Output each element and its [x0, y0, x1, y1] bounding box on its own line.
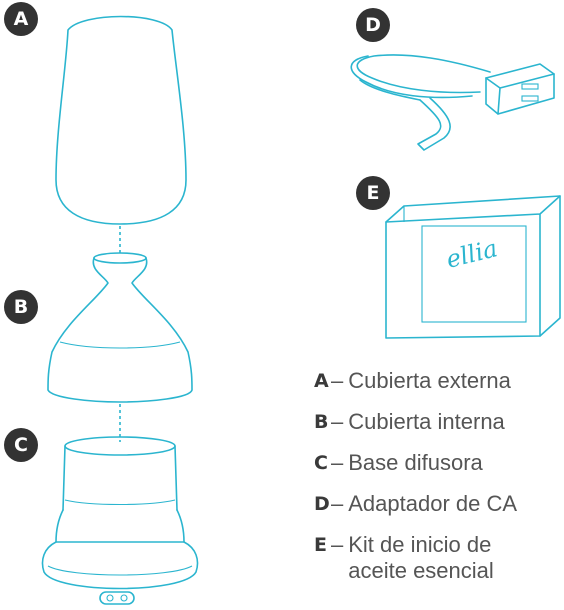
- legend-dash: –: [331, 491, 344, 516]
- starter-kit-box-drawing: [385, 195, 561, 339]
- badge-c: C: [4, 428, 38, 462]
- legend-text: Cubierta interna: [348, 409, 505, 434]
- legend-dash: –: [331, 450, 344, 475]
- diffuser-base-drawing: [41, 436, 199, 605]
- legend-letter: B: [314, 411, 329, 433]
- legend-letter: D: [314, 493, 330, 515]
- legend-dash: –: [331, 368, 344, 393]
- legend-letter: E: [314, 534, 327, 556]
- legend-letter: A: [314, 370, 329, 392]
- parts-legend: A – Cubierta externa B – Cubierta intern…: [314, 368, 559, 584]
- legend-item-c: C – Base difusora: [314, 450, 559, 491]
- outer-cover-drawing: [55, 15, 187, 225]
- legend-item-b: B – Cubierta interna: [314, 409, 559, 450]
- legend-text: Base difusora: [348, 450, 483, 475]
- inner-cover-drawing: [47, 252, 193, 403]
- ac-adapter-drawing: [350, 54, 555, 151]
- legend-text: Cubierta externa: [348, 368, 511, 393]
- legend-dash: –: [331, 409, 344, 434]
- legend-text: Kit de inicio de aceite esencial: [348, 532, 494, 583]
- legend-item-a: A – Cubierta externa: [314, 368, 559, 409]
- legend-letter: C: [314, 452, 328, 474]
- badge-e: E: [356, 176, 390, 210]
- badge-a: A: [4, 2, 38, 36]
- legend-dash: –: [331, 532, 344, 557]
- legend-item-e: E – Kit de inicio de aceite esencial: [314, 532, 559, 584]
- badge-b: B: [4, 290, 38, 324]
- legend-item-d: D – Adaptador de CA: [314, 491, 559, 532]
- legend-text: Adaptador de CA: [348, 491, 518, 516]
- badge-d: D: [356, 8, 390, 42]
